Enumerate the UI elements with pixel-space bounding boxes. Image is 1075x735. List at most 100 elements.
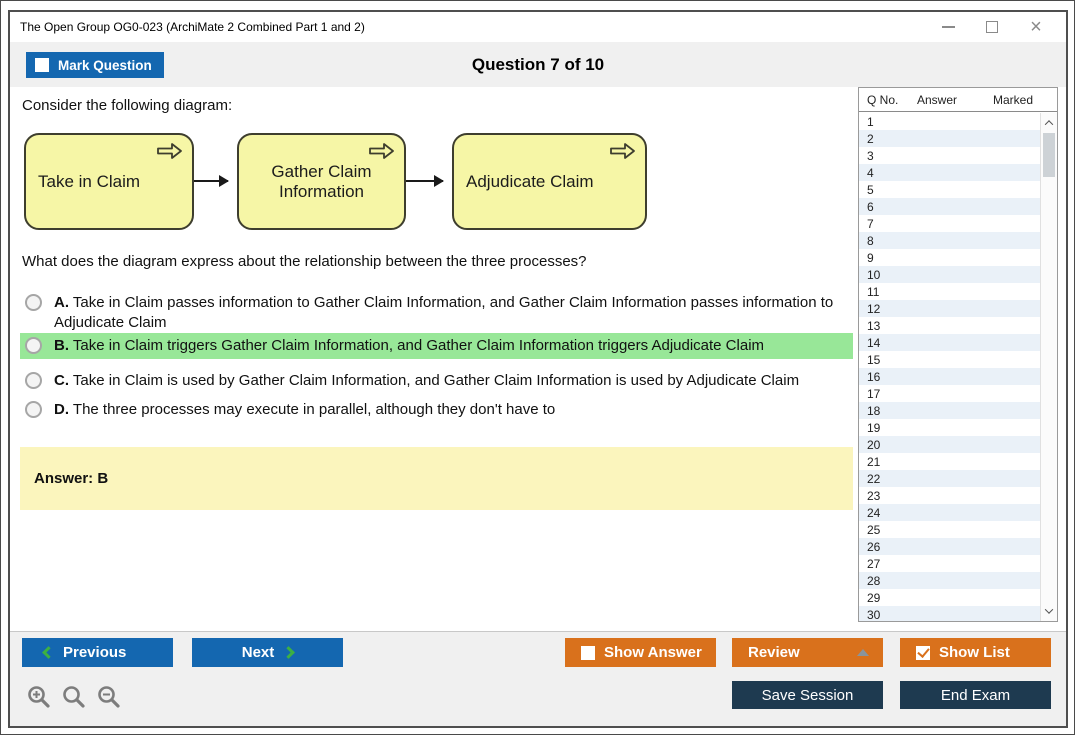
question-list-row[interactable]: 6 bbox=[859, 198, 1040, 215]
show-answer-checkbox[interactable] bbox=[581, 645, 595, 660]
question-list-row[interactable]: 18 bbox=[859, 402, 1040, 419]
next-button[interactable]: Next bbox=[192, 638, 343, 667]
question-number: 19 bbox=[867, 420, 881, 435]
question-list-panel: Q No. Answer Marked 1 2 3 4 5 bbox=[858, 87, 1058, 622]
question-list-row[interactable]: 15 bbox=[859, 351, 1040, 368]
maximize-button[interactable] bbox=[970, 12, 1014, 42]
next-label: Next bbox=[241, 644, 275, 661]
mark-question-button[interactable]: Mark Question bbox=[26, 52, 164, 78]
option-letter: B. bbox=[54, 337, 69, 354]
save-session-button[interactable]: Save Session bbox=[732, 681, 883, 709]
previous-button[interactable]: Previous bbox=[22, 638, 173, 667]
zoom-in-icon[interactable] bbox=[26, 684, 52, 710]
question-list-scrollbar[interactable] bbox=[1040, 113, 1057, 621]
question-number: 15 bbox=[867, 352, 881, 367]
chevron-left-icon bbox=[42, 646, 55, 659]
option-a-radio[interactable] bbox=[25, 294, 42, 311]
question-list-row[interactable]: 3 bbox=[859, 147, 1040, 164]
question-list-row[interactable]: 9 bbox=[859, 249, 1040, 266]
option-d-row[interactable]: D. The three processes may execute in pa… bbox=[20, 397, 853, 423]
question-list-row[interactable]: 2 bbox=[859, 130, 1040, 147]
save-session-label: Save Session bbox=[761, 686, 854, 704]
option-b-radio[interactable] bbox=[25, 337, 42, 354]
scroll-down-button[interactable] bbox=[1041, 603, 1057, 619]
question-list-row[interactable]: 13 bbox=[859, 317, 1040, 334]
question-number: 4 bbox=[867, 165, 874, 180]
question-list-row[interactable]: 25 bbox=[859, 521, 1040, 538]
question-prompt: What does the diagram express about the … bbox=[22, 253, 587, 270]
option-text: Take in Claim triggers Gather Claim Info… bbox=[72, 337, 765, 354]
minimize-button[interactable] bbox=[926, 12, 970, 42]
scrollbar-thumb[interactable] bbox=[1043, 133, 1055, 177]
question-list-row[interactable]: 7 bbox=[859, 215, 1040, 232]
question-number: 27 bbox=[867, 556, 881, 571]
mark-question-label: Mark Question bbox=[58, 57, 152, 73]
option-letter: C. bbox=[54, 372, 69, 389]
process-box-adjudicate-claim: Adjudicate Claim bbox=[452, 133, 647, 230]
question-list-row[interactable]: 1 bbox=[859, 113, 1040, 130]
option-b-text-block: B. Take in Claim triggers Gather Claim I… bbox=[54, 336, 764, 356]
show-list-checkbox[interactable] bbox=[916, 645, 930, 660]
question-list-row[interactable]: 30 bbox=[859, 606, 1040, 621]
question-number: 10 bbox=[867, 267, 881, 282]
mark-question-checkbox[interactable] bbox=[35, 58, 49, 72]
question-list-row[interactable]: 14 bbox=[859, 334, 1040, 351]
question-list-row[interactable]: 8 bbox=[859, 232, 1040, 249]
process-box-label: Take in Claim bbox=[38, 171, 141, 191]
question-number: 20 bbox=[867, 437, 881, 452]
scroll-up-button[interactable] bbox=[1041, 115, 1057, 131]
question-list-row[interactable]: 5 bbox=[859, 181, 1040, 198]
question-number: 30 bbox=[867, 607, 881, 622]
chevron-up-icon bbox=[1044, 120, 1054, 129]
close-button[interactable]: × bbox=[1014, 12, 1058, 42]
question-list-row[interactable]: 23 bbox=[859, 487, 1040, 504]
question-area: Consider the following diagram: Take in … bbox=[10, 87, 1066, 631]
option-b-row[interactable]: B. Take in Claim triggers Gather Claim I… bbox=[20, 333, 853, 360]
question-list-row[interactable]: 28 bbox=[859, 572, 1040, 589]
question-number: 24 bbox=[867, 505, 881, 520]
review-button[interactable]: Review bbox=[732, 638, 883, 667]
process-box-label: Adjudicate Claim bbox=[466, 171, 594, 191]
window-title: The Open Group OG0-023 (ArchiMate 2 Comb… bbox=[20, 20, 365, 34]
window-controls: × bbox=[926, 12, 1058, 42]
question-list-row[interactable]: 21 bbox=[859, 453, 1040, 470]
zoom-out-icon[interactable] bbox=[96, 684, 122, 710]
question-number: 29 bbox=[867, 590, 881, 605]
question-list-row[interactable]: 12 bbox=[859, 300, 1040, 317]
question-number: 6 bbox=[867, 199, 874, 214]
question-number: 5 bbox=[867, 182, 874, 197]
question-list-row[interactable]: 11 bbox=[859, 283, 1040, 300]
option-c-radio[interactable] bbox=[25, 372, 42, 389]
option-text: The three processes may execute in paral… bbox=[72, 401, 556, 418]
zoom-reset-icon[interactable] bbox=[61, 684, 87, 710]
question-list-row[interactable]: 22 bbox=[859, 470, 1040, 487]
process-box-take-in-claim: Take in Claim bbox=[24, 133, 194, 230]
close-icon: × bbox=[1030, 16, 1042, 38]
question-list-row[interactable]: 29 bbox=[859, 589, 1040, 606]
option-c-text-block: C. Take in Claim is used by Gather Claim… bbox=[54, 371, 799, 391]
zoom-toolbar bbox=[26, 684, 122, 710]
question-list-row[interactable]: 19 bbox=[859, 419, 1040, 436]
show-answer-button[interactable]: Show Answer bbox=[565, 638, 716, 667]
column-header-answer: Answer bbox=[916, 93, 957, 107]
triangle-up-icon bbox=[857, 649, 869, 656]
question-list-row[interactable]: 27 bbox=[859, 555, 1040, 572]
end-exam-button[interactable]: End Exam bbox=[900, 681, 1051, 709]
option-text: Take in Claim is used by Gather Claim In… bbox=[72, 372, 800, 389]
show-list-button[interactable]: Show List bbox=[900, 638, 1051, 667]
question-number: 26 bbox=[867, 539, 881, 554]
question-list-row[interactable]: 20 bbox=[859, 436, 1040, 453]
option-a-row[interactable]: A. Take in Claim passes information to G… bbox=[20, 290, 853, 337]
question-list-row[interactable]: 17 bbox=[859, 385, 1040, 402]
question-list-row[interactable]: 10 bbox=[859, 266, 1040, 283]
question-number: 1 bbox=[867, 114, 874, 129]
question-list-row[interactable]: 16 bbox=[859, 368, 1040, 385]
process-box-label: Gather Claim Information bbox=[271, 161, 372, 201]
question-list-row[interactable]: 26 bbox=[859, 538, 1040, 555]
question-list-row[interactable]: 24 bbox=[859, 504, 1040, 521]
option-c-row[interactable]: C. Take in Claim is used by Gather Claim… bbox=[20, 368, 853, 394]
question-list-row[interactable]: 4 bbox=[859, 164, 1040, 181]
column-header-qno: Q No. bbox=[867, 93, 899, 107]
show-list-label: Show List bbox=[939, 644, 1010, 661]
option-d-radio[interactable] bbox=[25, 401, 42, 418]
